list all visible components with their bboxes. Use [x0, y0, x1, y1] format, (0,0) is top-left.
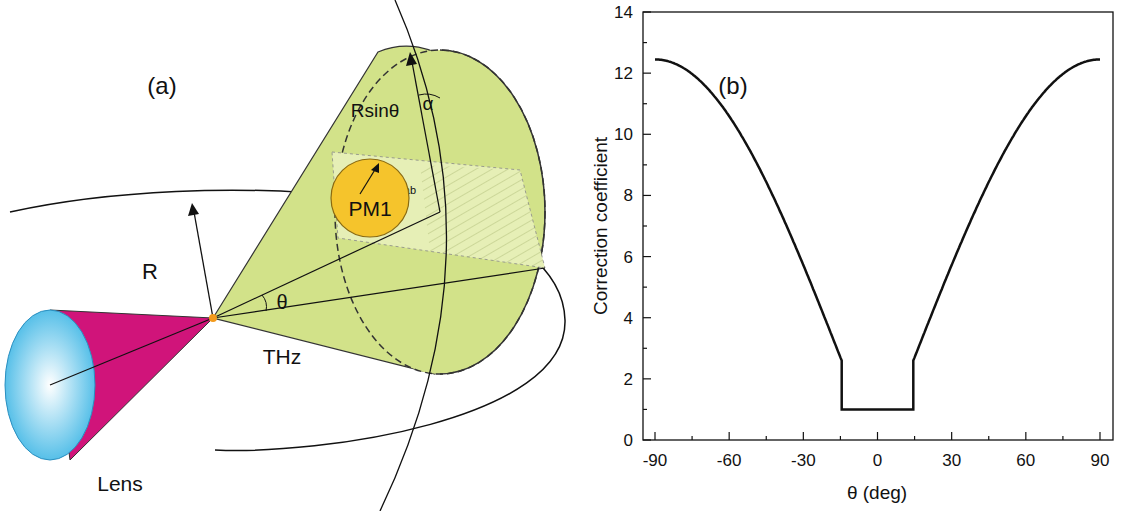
radius-label: R — [142, 261, 158, 283]
tick-label: -60 — [717, 452, 742, 469]
detection-band — [332, 152, 545, 268]
tick-label: 12 — [614, 65, 633, 82]
cone-axis — [213, 212, 440, 318]
part-label: Lens — [97, 473, 143, 494]
optical-axis — [50, 318, 213, 385]
axis-title: Correction coefficient — [591, 137, 610, 315]
tick-label: 10 — [614, 126, 633, 143]
axis-title: θ (deg) — [847, 483, 907, 502]
tick-label: 0 — [873, 452, 882, 469]
tick-label: 2 — [624, 370, 633, 387]
panel-label: (a) — [147, 74, 176, 98]
beam-label: THz — [263, 346, 302, 367]
axis-ticks — [643, 12, 1100, 440]
panel-label: (b) — [718, 74, 747, 98]
mirror-circle: PM1 — [330, 158, 410, 238]
tick-label: 0 — [624, 432, 633, 449]
tick-label: -90 — [643, 452, 668, 469]
dimension-label: Rsinθ — [351, 101, 400, 120]
band-hatching — [420, 165, 545, 268]
plot-frame — [643, 12, 1113, 440]
tick-label: -30 — [791, 452, 816, 469]
angle-label: θ — [276, 292, 287, 312]
arrowhead — [406, 52, 417, 66]
sphere-meridian — [380, 0, 446, 511]
tick-label: 30 — [942, 452, 961, 469]
arrowhead — [188, 203, 199, 216]
theta-arc — [262, 295, 267, 311]
tick-label: 4 — [624, 309, 633, 326]
angle-label: α — [423, 94, 434, 113]
tick-label: 6 — [624, 248, 633, 265]
tick-label: 8 — [624, 187, 633, 204]
rsin-arrow — [412, 62, 440, 212]
cone-ray — [213, 268, 545, 318]
tick-label: 90 — [1091, 452, 1110, 469]
source-spot — [209, 314, 217, 322]
data-curve — [655, 59, 1100, 409]
mirror-label: PM1 — [348, 197, 391, 221]
tick-label: 14 — [614, 4, 633, 21]
tick-label: 60 — [1016, 452, 1035, 469]
radius-arrow — [194, 212, 213, 318]
